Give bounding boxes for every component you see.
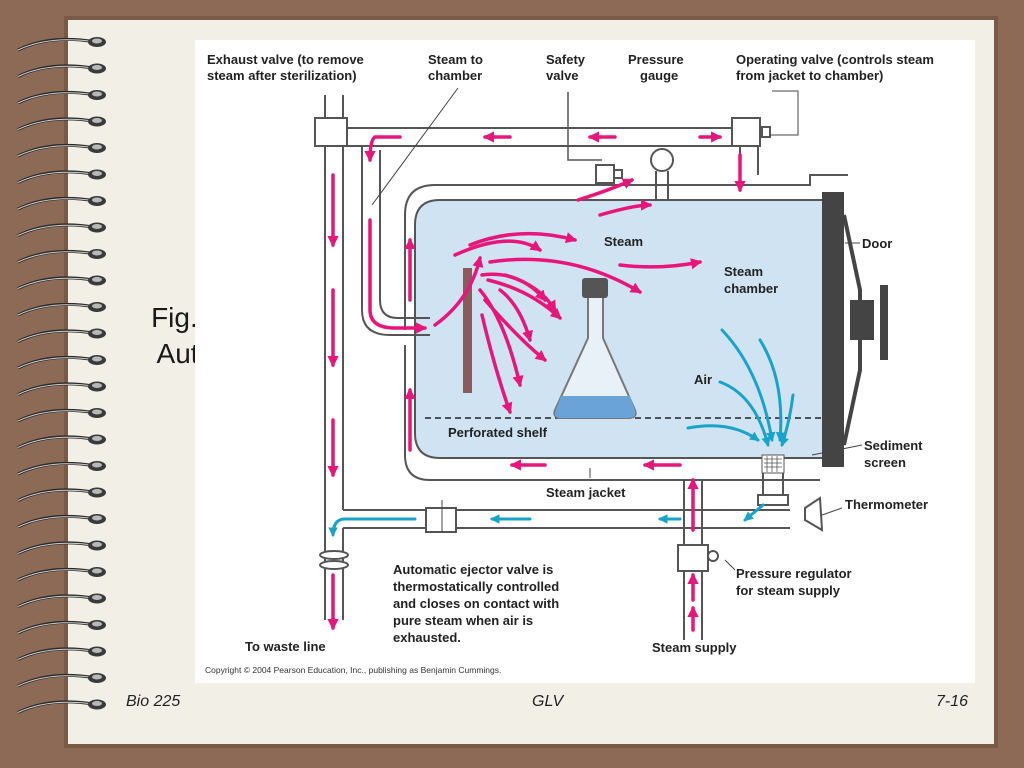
label-steam-supply: Steam supply [652, 640, 737, 655]
binding-ring [17, 302, 106, 317]
operating-valve-handle [761, 126, 771, 138]
copyright-text: Copyright © 2004 Pearson Education, Inc.… [205, 665, 501, 675]
gauge-stem [655, 171, 669, 200]
door-wheel [880, 285, 888, 360]
label-operating-valve-2: from jacket to chamber) [736, 68, 883, 83]
exhaust-pipe-left [324, 95, 344, 560]
binding-ring [17, 143, 106, 158]
exhaust-to-chamber [361, 146, 430, 336]
footer-right: 7-16 [936, 693, 969, 710]
safety-valve [595, 164, 615, 184]
binding-ring [17, 116, 106, 131]
label-ejector-3: and closes on contact with [393, 596, 559, 611]
binding-ring [17, 222, 106, 237]
label-exhaust-valve-1: Exhaust valve (to remove [207, 52, 364, 67]
drain-pipe [762, 473, 784, 495]
exhaust-valve [314, 117, 348, 147]
binding-ring [17, 63, 106, 78]
binding-ring [17, 249, 106, 264]
label-safety-valve-1: Safety [546, 52, 586, 67]
pressure-regulator [677, 544, 709, 572]
label-steam-chamber-1: Steam [724, 264, 763, 279]
regulator-knob [707, 550, 719, 562]
ejector-valve [425, 507, 457, 533]
footer-left: Bio 225 [126, 693, 181, 710]
binding-ring [17, 461, 106, 476]
label-door: Door [862, 236, 892, 251]
label-steam: Steam [604, 234, 643, 249]
drain-fitting [757, 494, 789, 506]
label-safety-valve-2: valve [546, 68, 579, 83]
door-handle [850, 300, 874, 340]
binding-ring [17, 699, 106, 714]
binding-ring [17, 673, 106, 688]
waste-pipe [324, 528, 344, 620]
leader-lines [371, 87, 863, 571]
flask-stopper [582, 278, 608, 298]
binding-ring [17, 487, 106, 502]
binding-ring [17, 355, 106, 370]
binding-ring [17, 514, 106, 529]
autoclave-diagram: Exhaust valve (to remove steam after ste… [205, 52, 934, 675]
binding-ring [17, 37, 106, 52]
waste-fitting-2 [319, 560, 349, 570]
waste-fitting-1 [319, 550, 349, 560]
label-ejector-4: pure steam when air is [393, 613, 533, 628]
binding-ring [17, 434, 106, 449]
label-steam-jacket: Steam jacket [546, 485, 626, 500]
label-air: Air [694, 372, 712, 387]
label-ejector-2: thermostatically controlled [393, 579, 559, 594]
binding-ring [17, 620, 106, 635]
safety-valve-handle [613, 169, 623, 179]
operating-valve [731, 117, 761, 147]
binding-ring [17, 90, 106, 105]
label-ejector-5: exhausted. [393, 630, 461, 645]
top-pipe [345, 127, 738, 147]
label-pressure-gauge-1: Pressure [628, 52, 684, 67]
binding-ring [17, 593, 106, 608]
binding-ring [17, 540, 106, 555]
label-waste-line: To waste line [245, 639, 326, 654]
label-pressure-regulator-1: Pressure regulator [736, 566, 852, 581]
label-sediment-screen-1: Sediment [864, 438, 923, 453]
label-perforated-shelf: Perforated shelf [448, 425, 548, 440]
binding-ring [17, 275, 106, 290]
steam-arrows [327, 131, 746, 632]
label-thermometer: Thermometer [845, 497, 928, 512]
binding-ring [17, 381, 106, 396]
spiral-binding [17, 37, 106, 714]
jacket-lower-pipe [404, 345, 820, 481]
label-steam-chamber-2: chamber [724, 281, 778, 296]
bottom-pipe [343, 509, 790, 529]
label-sediment-screen-2: screen [864, 455, 906, 470]
binding-ring [17, 567, 106, 582]
air-arrows [328, 328, 795, 537]
sediment-screen [761, 454, 785, 474]
binding-ring [17, 646, 106, 661]
footer-center: GLV [532, 693, 564, 710]
safety-valve-stem [567, 92, 602, 161]
binding-ring [17, 328, 106, 343]
binding-ring [17, 196, 106, 211]
door [822, 192, 844, 467]
steam-jacket-outer [404, 174, 848, 330]
label-exhaust-valve-2: steam after sterilization) [207, 68, 357, 83]
label-ejector-1: Automatic ejector valve is [393, 562, 553, 577]
label-steam-to-chamber-2: chamber [428, 68, 482, 83]
label-pressure-gauge-2: gauge [640, 68, 678, 83]
baffle [463, 268, 472, 393]
pressure-gauge [650, 148, 674, 172]
binding-ring [17, 169, 106, 184]
sediment-mesh [764, 456, 782, 472]
binding-ring [17, 408, 106, 423]
label-operating-valve-1: Operating valve (controls steam [736, 52, 934, 67]
thermometer [804, 496, 824, 532]
autoclave-figure: Exhaust valve (to remove steam after ste… [195, 40, 975, 683]
steam-jacket-body [414, 199, 826, 459]
flask-liquid [554, 396, 636, 418]
label-steam-to-chamber-1: Steam to [428, 52, 483, 67]
label-pressure-regulator-2: for steam supply [736, 583, 841, 598]
operating-valve-pipe [739, 146, 759, 190]
